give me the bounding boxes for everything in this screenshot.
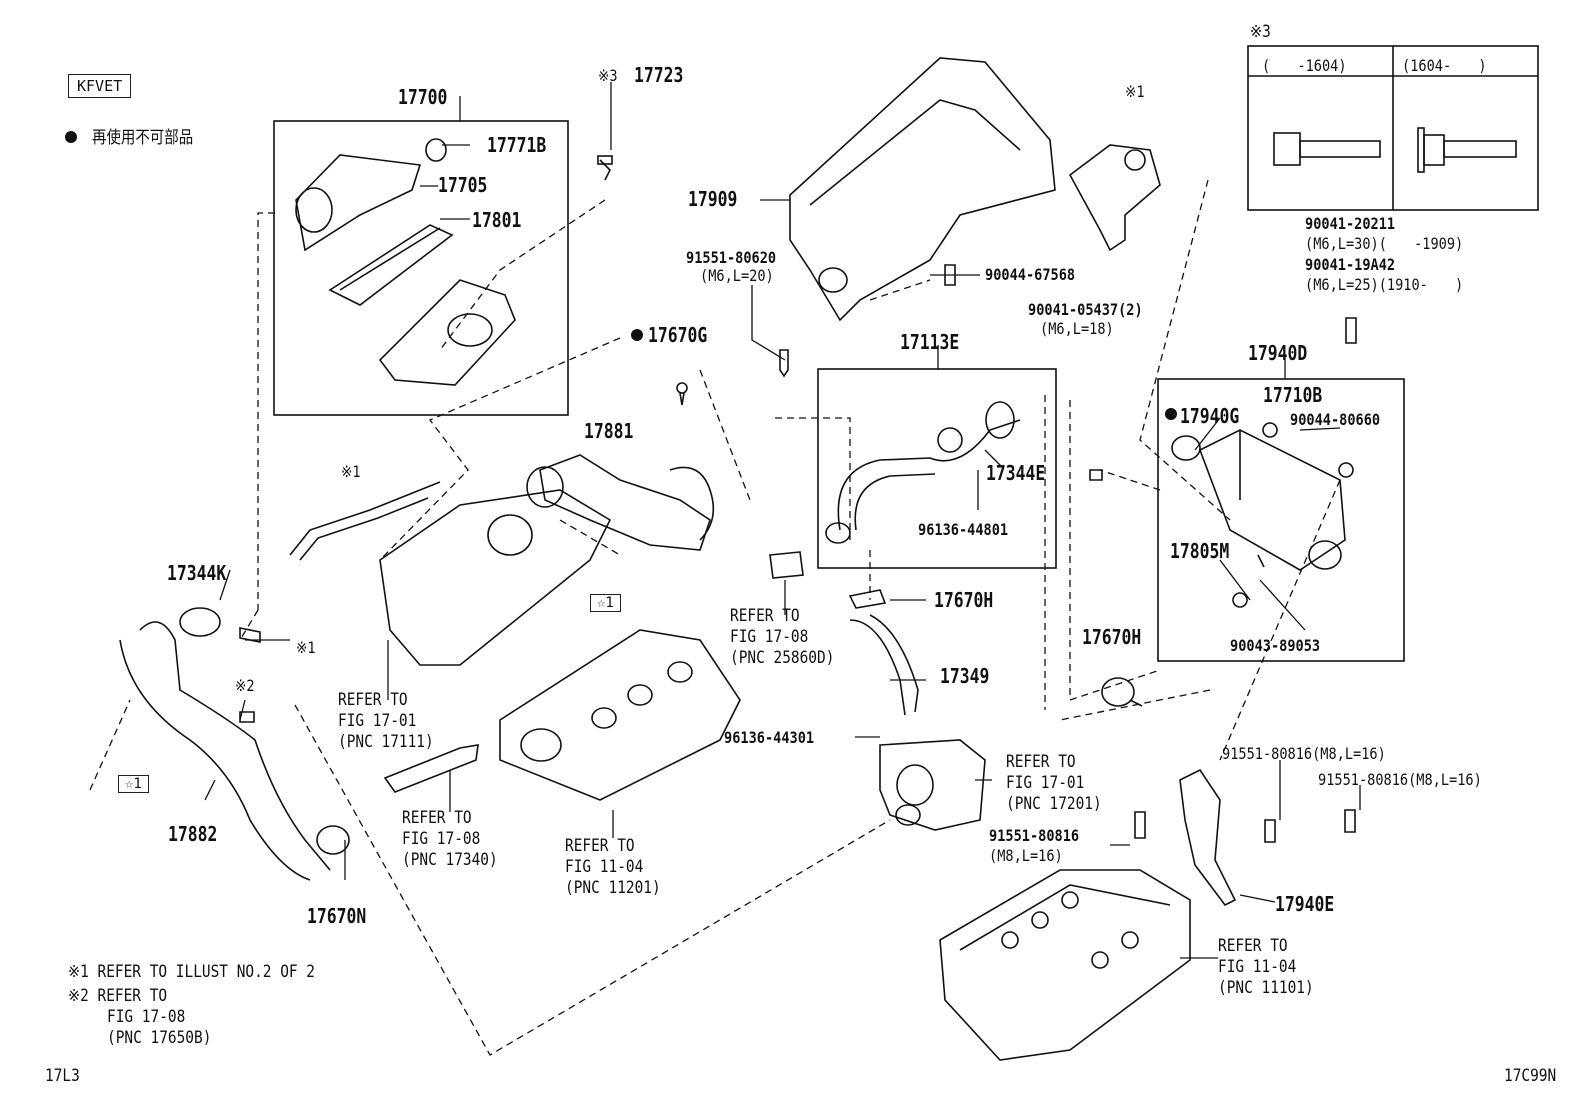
callout-17670n: 17670N <box>307 904 367 928</box>
callout-17723: 17723 <box>634 63 684 87</box>
callout-17670g: 17670G <box>648 323 708 347</box>
callout-17700: 17700 <box>398 85 448 109</box>
callout-kome2: ※2 <box>235 676 255 695</box>
bolt-part-2: 90041-19A42 <box>1305 255 1396 274</box>
hose-group-box <box>817 368 1057 569</box>
table-col1-header: ( -1604) <box>1262 56 1347 75</box>
callout-90043-89053: 90043-89053 <box>1230 636 1321 655</box>
callout-91551-80816-c: 91551-80816 <box>989 826 1080 845</box>
callout-17705: 17705 <box>438 173 488 197</box>
footnote-2-line1: ※2 REFER TO <box>68 986 168 1006</box>
callout-17113e: 17113E <box>900 330 960 354</box>
callout-17771b: 17771B <box>487 133 547 157</box>
callout-17670h-b: 17670H <box>1082 625 1142 649</box>
table-kome3: ※3 <box>1250 22 1271 42</box>
callout-17344k: 17344K <box>167 561 227 585</box>
callout-17670h-a: 17670H <box>934 588 994 612</box>
callout-90041-05437-spec: (M6,L=18) <box>1040 319 1114 338</box>
callout-kome1-a: ※1 <box>341 462 361 481</box>
callout-91551-80620-spec: (M6,L=20) <box>700 266 774 285</box>
intercooler-group-box <box>1157 378 1405 662</box>
callout-star1-b: ☆1 <box>118 775 149 793</box>
footer-right-id: 17C99N <box>1504 1066 1557 1086</box>
callout-90041-05437: 90041-05437(2) <box>1028 300 1143 319</box>
callout-17882: 17882 <box>168 822 218 846</box>
bolt-part-1: 90041-20211 <box>1305 214 1396 233</box>
callout-17940g: 17940G <box>1180 404 1240 428</box>
callout-star1-a: ☆1 <box>590 594 621 612</box>
callout-17909: 17909 <box>688 187 738 211</box>
callout-17801: 17801 <box>472 208 522 232</box>
footnote-1: ※1 REFER TO ILLUST NO.2 OF 2 <box>68 962 316 982</box>
callout-91551-80816-c-spec: (M8,L=16) <box>989 846 1063 865</box>
callout-96136-44301: 96136-44301 <box>724 728 815 747</box>
legend-non-reusable: 再使用不可部品 <box>92 128 194 148</box>
footnote-2-line2: FIG 17-08 <box>107 1007 186 1027</box>
callout-17805m: 17805M <box>1170 539 1230 563</box>
callout-17723-mark: ※3 <box>598 66 618 85</box>
callout-17940d: 17940D <box>1248 341 1308 365</box>
callout-90044-67568: 90044-67568 <box>985 265 1076 284</box>
footer-left-id: 17L3 <box>45 1066 80 1086</box>
callout-91551-80816-b: 91551-80816(M8,L=16) <box>1318 770 1482 789</box>
table-col2-header: (1604- ) <box>1402 56 1487 75</box>
callout-17349: 17349 <box>940 664 990 688</box>
callout-17710b: 17710B <box>1263 383 1323 407</box>
bolt-spec-1: (M6,L=30)( -1909) <box>1305 234 1464 253</box>
bolt-spec-2: (M6,L=25)(1910- ) <box>1305 275 1464 294</box>
bolt-icons <box>1273 127 1517 173</box>
callout-90044-80660: 90044-80660 <box>1290 410 1381 429</box>
air-cleaner-group-box <box>273 120 569 416</box>
footnote-2-line3: (PNC 17650B) <box>107 1028 212 1048</box>
callout-17344e: 17344E <box>986 461 1046 485</box>
callout-kome1-top: ※1 <box>1125 82 1145 101</box>
callout-kome1-b: ※1 <box>296 638 316 657</box>
callout-96136-44801: 96136-44801 <box>918 520 1009 539</box>
model-badge: KFVET <box>68 74 132 98</box>
callout-17881: 17881 <box>584 419 634 443</box>
callout-91551-80816-a: 91551-80816(M8,L=16) <box>1222 744 1386 763</box>
callout-17940e: 17940E <box>1275 892 1335 916</box>
callout-91551-80620: 91551-80620 <box>686 248 777 267</box>
